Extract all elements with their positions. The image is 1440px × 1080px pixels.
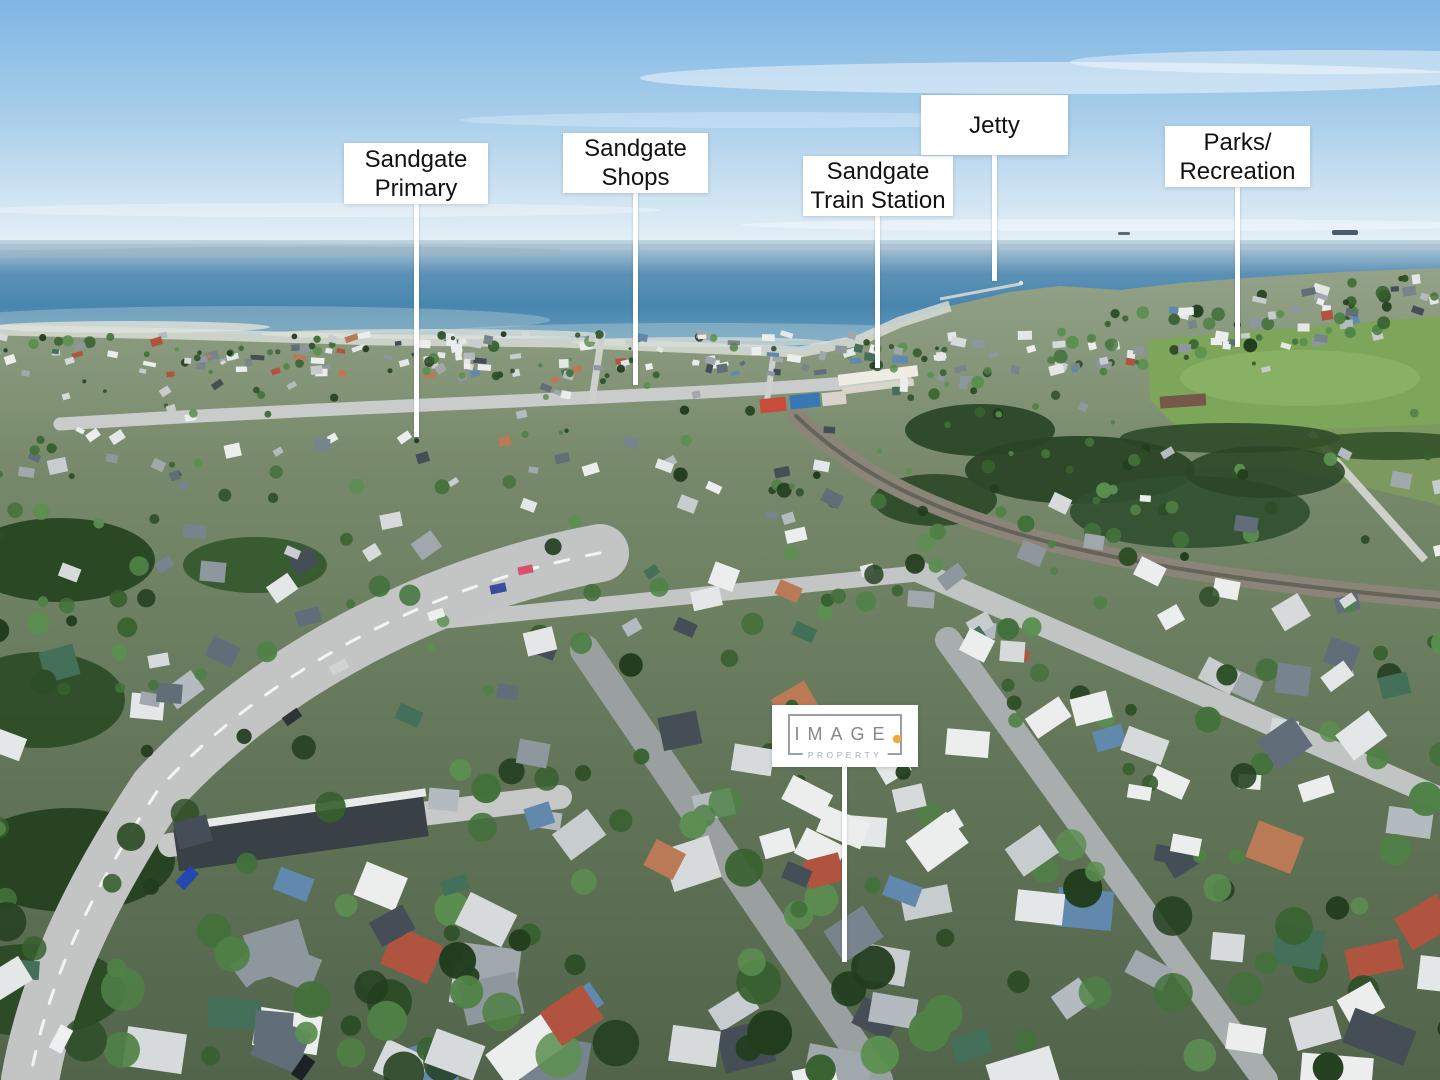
leader-line-parks-recreation xyxy=(1235,187,1240,347)
cars xyxy=(48,564,534,1080)
leader-line-sandgate-shops xyxy=(633,193,638,385)
jetty-pier xyxy=(939,282,1021,301)
label-text: Train Station xyxy=(810,187,946,214)
watermark-image-property: IMAGE PROPERTY xyxy=(772,705,918,767)
label-text: Jetty xyxy=(969,111,1020,139)
watermark-frame: IMAGE PROPERTY xyxy=(788,714,902,760)
label-text: Primary xyxy=(374,174,458,202)
leader-line-sandgate-train-station xyxy=(875,216,880,368)
label-text: Recreation xyxy=(1179,157,1296,185)
watermark-tagline: PROPERTY xyxy=(802,750,888,760)
leader-line-watermark xyxy=(842,767,847,962)
ship xyxy=(1332,230,1358,235)
label-text: Sandgate xyxy=(584,135,687,162)
landmarks xyxy=(173,365,919,872)
label-jetty: Jetty xyxy=(921,95,1068,155)
leader-line-sandgate-primary xyxy=(414,204,419,437)
leader-line-jetty xyxy=(992,155,997,281)
label-text: Shops xyxy=(601,164,670,191)
shopping-strip xyxy=(173,794,429,872)
ship xyxy=(1118,232,1130,235)
watermark-brand: IMAGE xyxy=(794,724,893,744)
label-sandgate-train-station: Sandgate Train Station xyxy=(803,156,953,216)
houses-and-trees xyxy=(0,274,1440,1080)
label-sandgate-primary: Sandgate Primary xyxy=(344,143,488,204)
label-text: Parks/ xyxy=(1203,128,1272,156)
label-parks-recreation: Parks/ Recreation xyxy=(1165,126,1310,187)
label-text: Sandgate xyxy=(826,158,930,185)
label-text: Sandgate xyxy=(364,145,468,173)
brand-dot-icon xyxy=(892,734,901,744)
label-sandgate-shops: Sandgate Shops xyxy=(563,133,708,193)
